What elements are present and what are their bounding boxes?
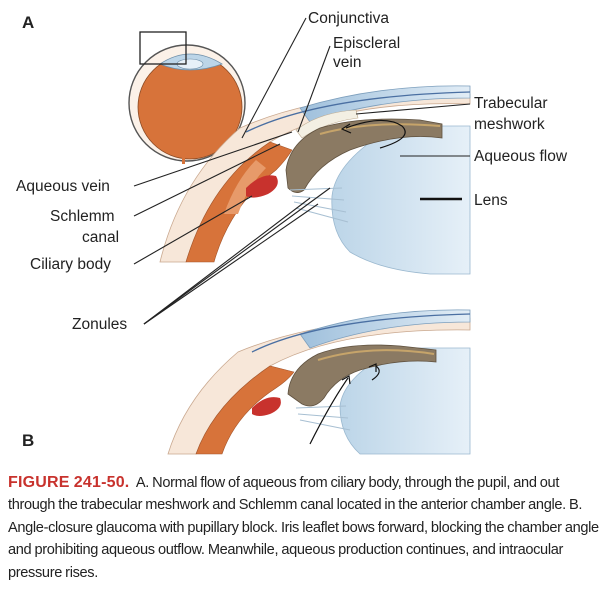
conjunctiva-leader	[241, 17, 307, 139]
label-episcleral-vein-line1: Episcleral	[333, 35, 400, 52]
zonules-leader-3	[143, 187, 331, 325]
figure-caption: FIGURE 241-50. A. Normal flow of aqueous…	[8, 472, 600, 584]
cornea-b	[299, 309, 471, 349]
label-lens: Lens	[474, 192, 508, 209]
schlemm-leader	[133, 143, 281, 217]
lens-shape	[331, 125, 471, 275]
zonules-b	[295, 405, 351, 431]
label-schlemm-canal-line2: canal	[82, 229, 119, 246]
panel-b-label: B	[22, 431, 34, 450]
iris-b	[287, 344, 437, 407]
zonules-leader-2	[143, 203, 319, 325]
glaucoma-diagram: A B	[16, 10, 568, 455]
conjunctiva-line-a	[245, 91, 471, 133]
label-schlemm-canal-line1: Schlemm	[50, 208, 115, 225]
schlemm-canal-b	[252, 397, 281, 416]
label-ciliary-body: Ciliary body	[30, 256, 111, 273]
panel-b-anatomy	[167, 309, 471, 455]
label-trabecular-meshwork-line2: meshwork	[474, 116, 545, 133]
label-conjunctiva: Conjunctiva	[308, 10, 389, 27]
zonules-a	[289, 187, 349, 223]
zonules-leader-1	[143, 197, 311, 325]
aqueous-vein-leader	[133, 131, 293, 187]
label-aqueous-vein: Aqueous vein	[16, 178, 110, 195]
label-zonules: Zonules	[72, 316, 127, 333]
label-aqueous-flow: Aqueous flow	[474, 148, 568, 165]
episcleral-leader	[297, 45, 331, 133]
trabecular-leader	[355, 103, 471, 115]
choroid-b	[195, 365, 295, 455]
blocked-flow-arrow-b	[309, 377, 349, 445]
figure-caption-text: A. Normal flow of aqueous from ciliary b…	[8, 475, 599, 581]
schlemm-canal-a	[246, 175, 278, 198]
aqueous-flow-arrow-a	[345, 119, 406, 149]
figure-caption-label: FIGURE 241-50.	[8, 474, 130, 491]
label-trabecular-meshwork-line1: Trabecular	[474, 95, 548, 112]
panel-a-anatomy	[159, 85, 471, 275]
ciliary-body-leader	[133, 195, 253, 265]
conjunctiva-line-b	[251, 313, 471, 353]
eyeball-thumbnail	[128, 31, 246, 164]
zoom-box	[139, 31, 187, 65]
label-episcleral-vein-line2: vein	[333, 54, 361, 71]
leader-lines	[133, 17, 471, 325]
panel-a-label: A	[22, 13, 34, 32]
